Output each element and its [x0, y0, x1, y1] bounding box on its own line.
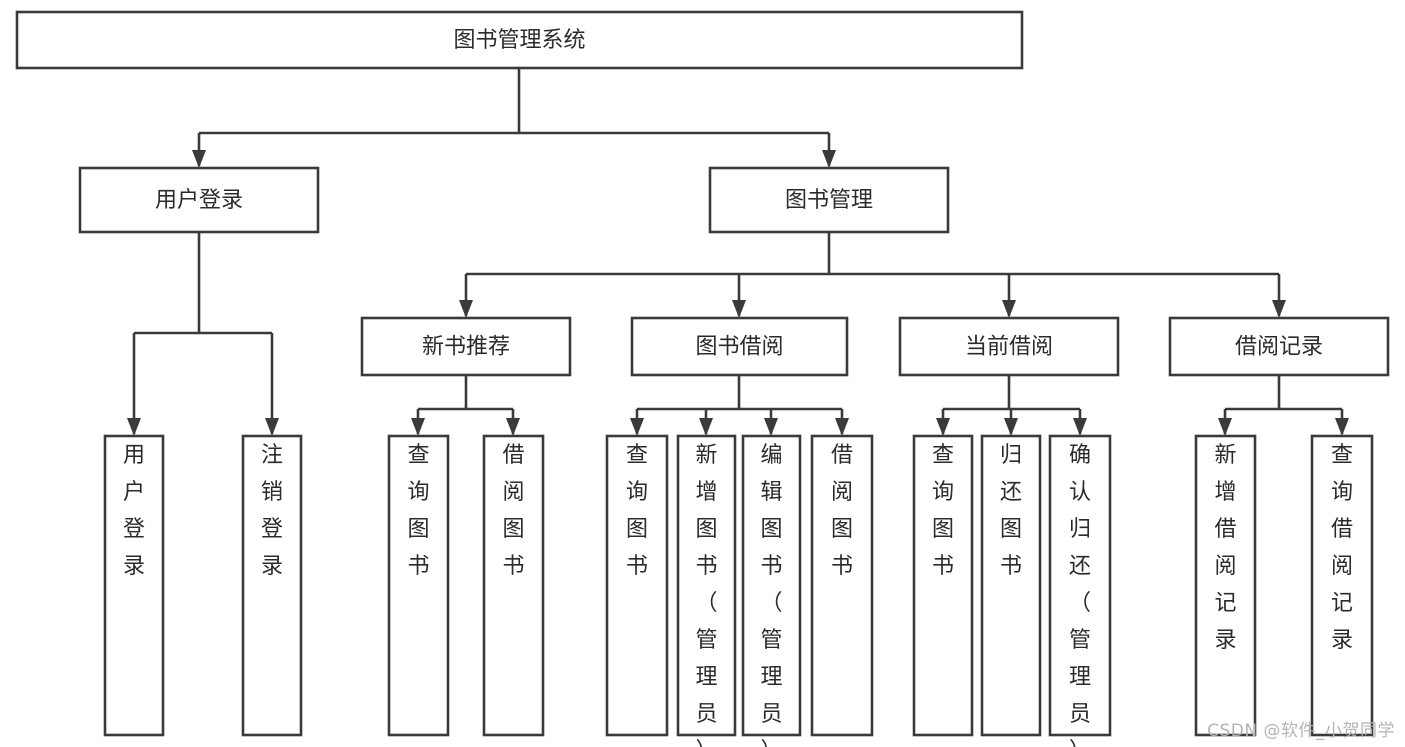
arrow-head-icon [822, 150, 836, 168]
node-box[interactable] [1310, 434, 1374, 737]
node-leaf-query-book-3[interactable]: 查询图书 [912, 434, 974, 737]
node-label: 查询借阅记录 [1331, 443, 1353, 653]
node-box[interactable] [912, 434, 974, 737]
arrow-head-icon [411, 418, 425, 436]
node-root[interactable]: 图书管理系统 [15, 10, 1024, 70]
node-box[interactable] [15, 10, 1024, 70]
node-current-borrow[interactable]: 当前借阅 [898, 316, 1120, 377]
node-label: 归还图书 [1000, 443, 1022, 579]
connector-new-book-to-leaves [411, 375, 520, 436]
node-label: 图书管理系统 [453, 28, 585, 53]
node-box[interactable] [360, 316, 572, 377]
arrow-head-icon [506, 418, 520, 436]
connector-borrow-record-to-leaves [1218, 375, 1349, 436]
node-box[interactable] [1194, 434, 1257, 737]
node-box[interactable] [1048, 434, 1112, 737]
arrow-head-icon [192, 150, 206, 168]
arrow-head-icon [732, 300, 746, 318]
arrow-head-icon [699, 418, 713, 436]
node-box[interactable] [241, 434, 303, 737]
node-box[interactable] [103, 434, 165, 737]
connector-user-login-to-leaves [127, 232, 279, 436]
arrow-head-icon [1218, 418, 1232, 436]
node-box[interactable] [1168, 316, 1390, 377]
connector-current-borrow-to-leaves [936, 375, 1087, 436]
node-leaf-confirm-return[interactable]: 确认归还（管理员） [1048, 434, 1112, 747]
node-leaf-edit-book[interactable]: 编辑图书（管理员） [741, 434, 802, 747]
node-box[interactable] [741, 434, 802, 737]
node-box[interactable] [810, 434, 874, 737]
node-leaf-query-book-2[interactable]: 查询图书 [605, 434, 669, 737]
node-label: 图书借阅 [695, 335, 783, 360]
node-box[interactable] [387, 434, 450, 737]
node-box[interactable] [630, 316, 849, 377]
node-leaf-return-book[interactable]: 归还图书 [980, 434, 1042, 737]
node-label: 注销登录 [261, 443, 283, 579]
node-book-borrow[interactable]: 图书借阅 [630, 316, 849, 377]
node-box[interactable] [708, 166, 950, 234]
node-label: 用户登录 [155, 188, 243, 213]
node-layer: 图书管理系统用户登录图书管理新书推荐图书借阅当前借阅借阅记录用户登录注销登录查询… [15, 10, 1390, 747]
node-leaf-borrow-book-2[interactable]: 借阅图书 [810, 434, 874, 737]
node-box[interactable] [605, 434, 669, 737]
node-label: 确认归还（管理员） [1069, 443, 1091, 747]
node-label: 当前借阅 [965, 335, 1053, 360]
connector-root-to-level2 [192, 68, 836, 168]
node-label: 借阅图书 [502, 443, 524, 579]
node-user-login[interactable]: 用户登录 [78, 166, 320, 234]
arrow-head-icon [1073, 418, 1087, 436]
node-label: 编辑图书（管理员） [760, 443, 782, 747]
node-leaf-logout[interactable]: 注销登录 [241, 434, 303, 737]
node-label: 新增图书（管理员） [695, 443, 717, 747]
arrow-head-icon [1004, 418, 1018, 436]
node-leaf-query-book-1[interactable]: 查询图书 [387, 434, 450, 737]
node-leaf-user-login[interactable]: 用户登录 [103, 434, 165, 737]
arrow-head-icon [1002, 300, 1016, 318]
node-borrow-record[interactable]: 借阅记录 [1168, 316, 1390, 377]
node-label: 借阅图书 [831, 443, 853, 579]
node-leaf-query-record[interactable]: 查询借阅记录 [1310, 434, 1374, 737]
arrow-head-icon [764, 418, 778, 436]
node-label: 查询图书 [626, 443, 648, 579]
node-book-manage[interactable]: 图书管理 [708, 166, 950, 234]
node-label: 查询图书 [407, 443, 429, 579]
arrow-head-icon [936, 418, 950, 436]
connector-book-borrow-to-leaves [630, 375, 849, 436]
arrow-head-icon [630, 418, 644, 436]
node-label: 图书管理 [785, 188, 873, 213]
node-label: 借阅记录 [1235, 335, 1323, 360]
node-new-book-recommend[interactable]: 新书推荐 [360, 316, 572, 377]
node-leaf-borrow-book-1[interactable]: 借阅图书 [482, 434, 545, 737]
node-label: 查询图书 [932, 443, 954, 579]
node-box[interactable] [676, 434, 737, 737]
node-box[interactable] [78, 166, 320, 234]
node-leaf-add-record[interactable]: 新增借阅记录 [1194, 434, 1257, 737]
arrow-head-icon [835, 418, 849, 436]
arrow-head-icon [459, 300, 473, 318]
connector-layer [127, 68, 1349, 436]
connector-book-manage-to-level3 [459, 232, 1286, 318]
node-box[interactable] [482, 434, 545, 737]
arrow-head-icon [1335, 418, 1349, 436]
arrow-head-icon [1272, 300, 1286, 318]
node-leaf-add-book[interactable]: 新增图书（管理员） [676, 434, 737, 747]
arrow-head-icon [265, 418, 279, 436]
node-box[interactable] [980, 434, 1042, 737]
arrow-head-icon [127, 418, 141, 436]
node-label: 新书推荐 [422, 335, 510, 360]
node-label: 用户登录 [123, 443, 145, 579]
node-label: 新增借阅记录 [1214, 443, 1236, 653]
node-box[interactable] [898, 316, 1120, 377]
